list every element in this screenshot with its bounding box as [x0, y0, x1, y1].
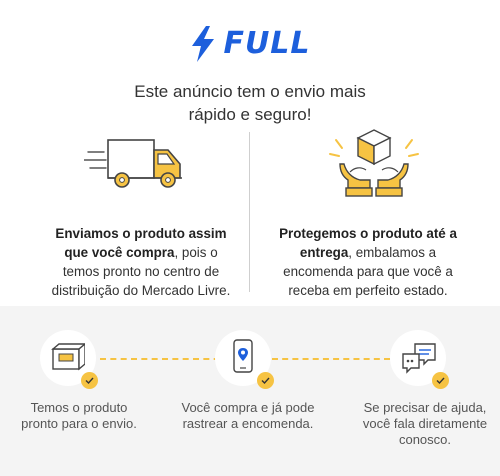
- feature-1-rest-1: , pois o: [174, 245, 218, 260]
- feature-fast-shipping: Enviamos o produto assim que você compra…: [26, 224, 256, 300]
- feature-1-bold-1: Enviamos o produto assim: [55, 226, 227, 241]
- step-3-line-3: conosco.: [398, 432, 452, 447]
- package-icon: [51, 343, 85, 371]
- feature-2-rest-1: , embalamos a: [348, 245, 437, 260]
- step-3-text: Se precisar de ajuda, você fala diretame…: [350, 400, 500, 448]
- step-3-check-icon: [432, 372, 449, 389]
- feature-2-bold-1: Protegemos o produto até a: [279, 226, 457, 241]
- step-2-line-1: Você compra e já pode: [181, 400, 315, 415]
- step-3-line-2: você fala diretamente: [362, 416, 488, 431]
- feature-safe-packaging: Protegemos o produto até a entrega, emba…: [258, 224, 478, 300]
- feature-2-line-4: receba em perfeito estado.: [288, 283, 448, 298]
- feature-2-bold-2: entrega: [299, 245, 349, 260]
- tagline-line-2: rápido e seguro!: [188, 105, 312, 124]
- column-divider: [249, 132, 250, 292]
- feature-1-line-3: temos pronto no centro de: [62, 264, 220, 279]
- connector-1: [100, 358, 230, 360]
- step-3-line-1: Se precisar de ajuda,: [363, 400, 487, 415]
- lightning-bolt-icon: [192, 26, 215, 62]
- step-2-line-2: rastrear a encomenda.: [182, 416, 314, 431]
- phone-location-icon: [233, 339, 253, 373]
- step-2-text: Você compra e já pode rastrear a encomen…: [173, 400, 323, 432]
- delivery-truck-icon: [84, 139, 182, 188]
- step-1-line-2: pronto para o envio.: [21, 416, 137, 431]
- connector-2: [272, 358, 390, 360]
- step-1-check-icon: [81, 372, 98, 389]
- full-logo: FULL: [0, 26, 500, 62]
- feature-2-line-3: encomenda para que você a: [283, 264, 453, 279]
- logo-text: FULL: [223, 26, 311, 61]
- feature-1-bold-2: que você compra: [64, 245, 175, 260]
- chat-bubbles-icon: [402, 343, 436, 374]
- step-2-check-icon: [257, 372, 274, 389]
- tagline: Este anúncio tem o envio mais rápido e s…: [0, 80, 500, 126]
- tagline-line-1: Este anúncio tem o envio mais: [134, 82, 366, 101]
- step-1-line-1: Temos o produto: [30, 400, 128, 415]
- feature-1-line-4: distribuição do Mercado Livre.: [51, 283, 231, 298]
- hands-holding-box-icon: [329, 129, 419, 197]
- step-1-text: Temos o produto pronto para o envio.: [4, 400, 154, 432]
